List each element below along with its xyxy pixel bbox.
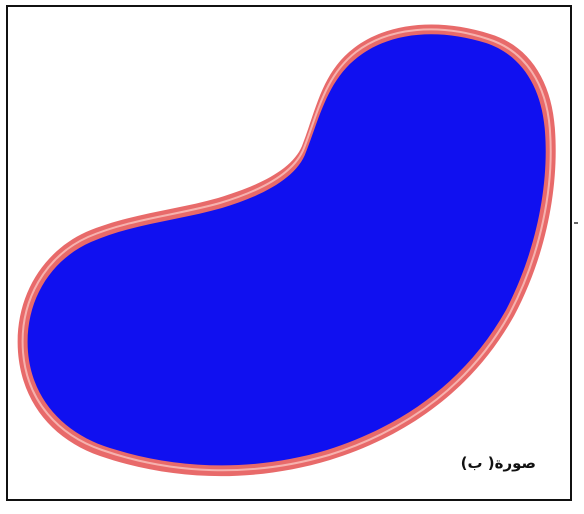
figure-caption: صورة( ب) bbox=[461, 454, 536, 472]
cell-body bbox=[28, 34, 546, 465]
edge-tick-mark bbox=[574, 222, 578, 224]
